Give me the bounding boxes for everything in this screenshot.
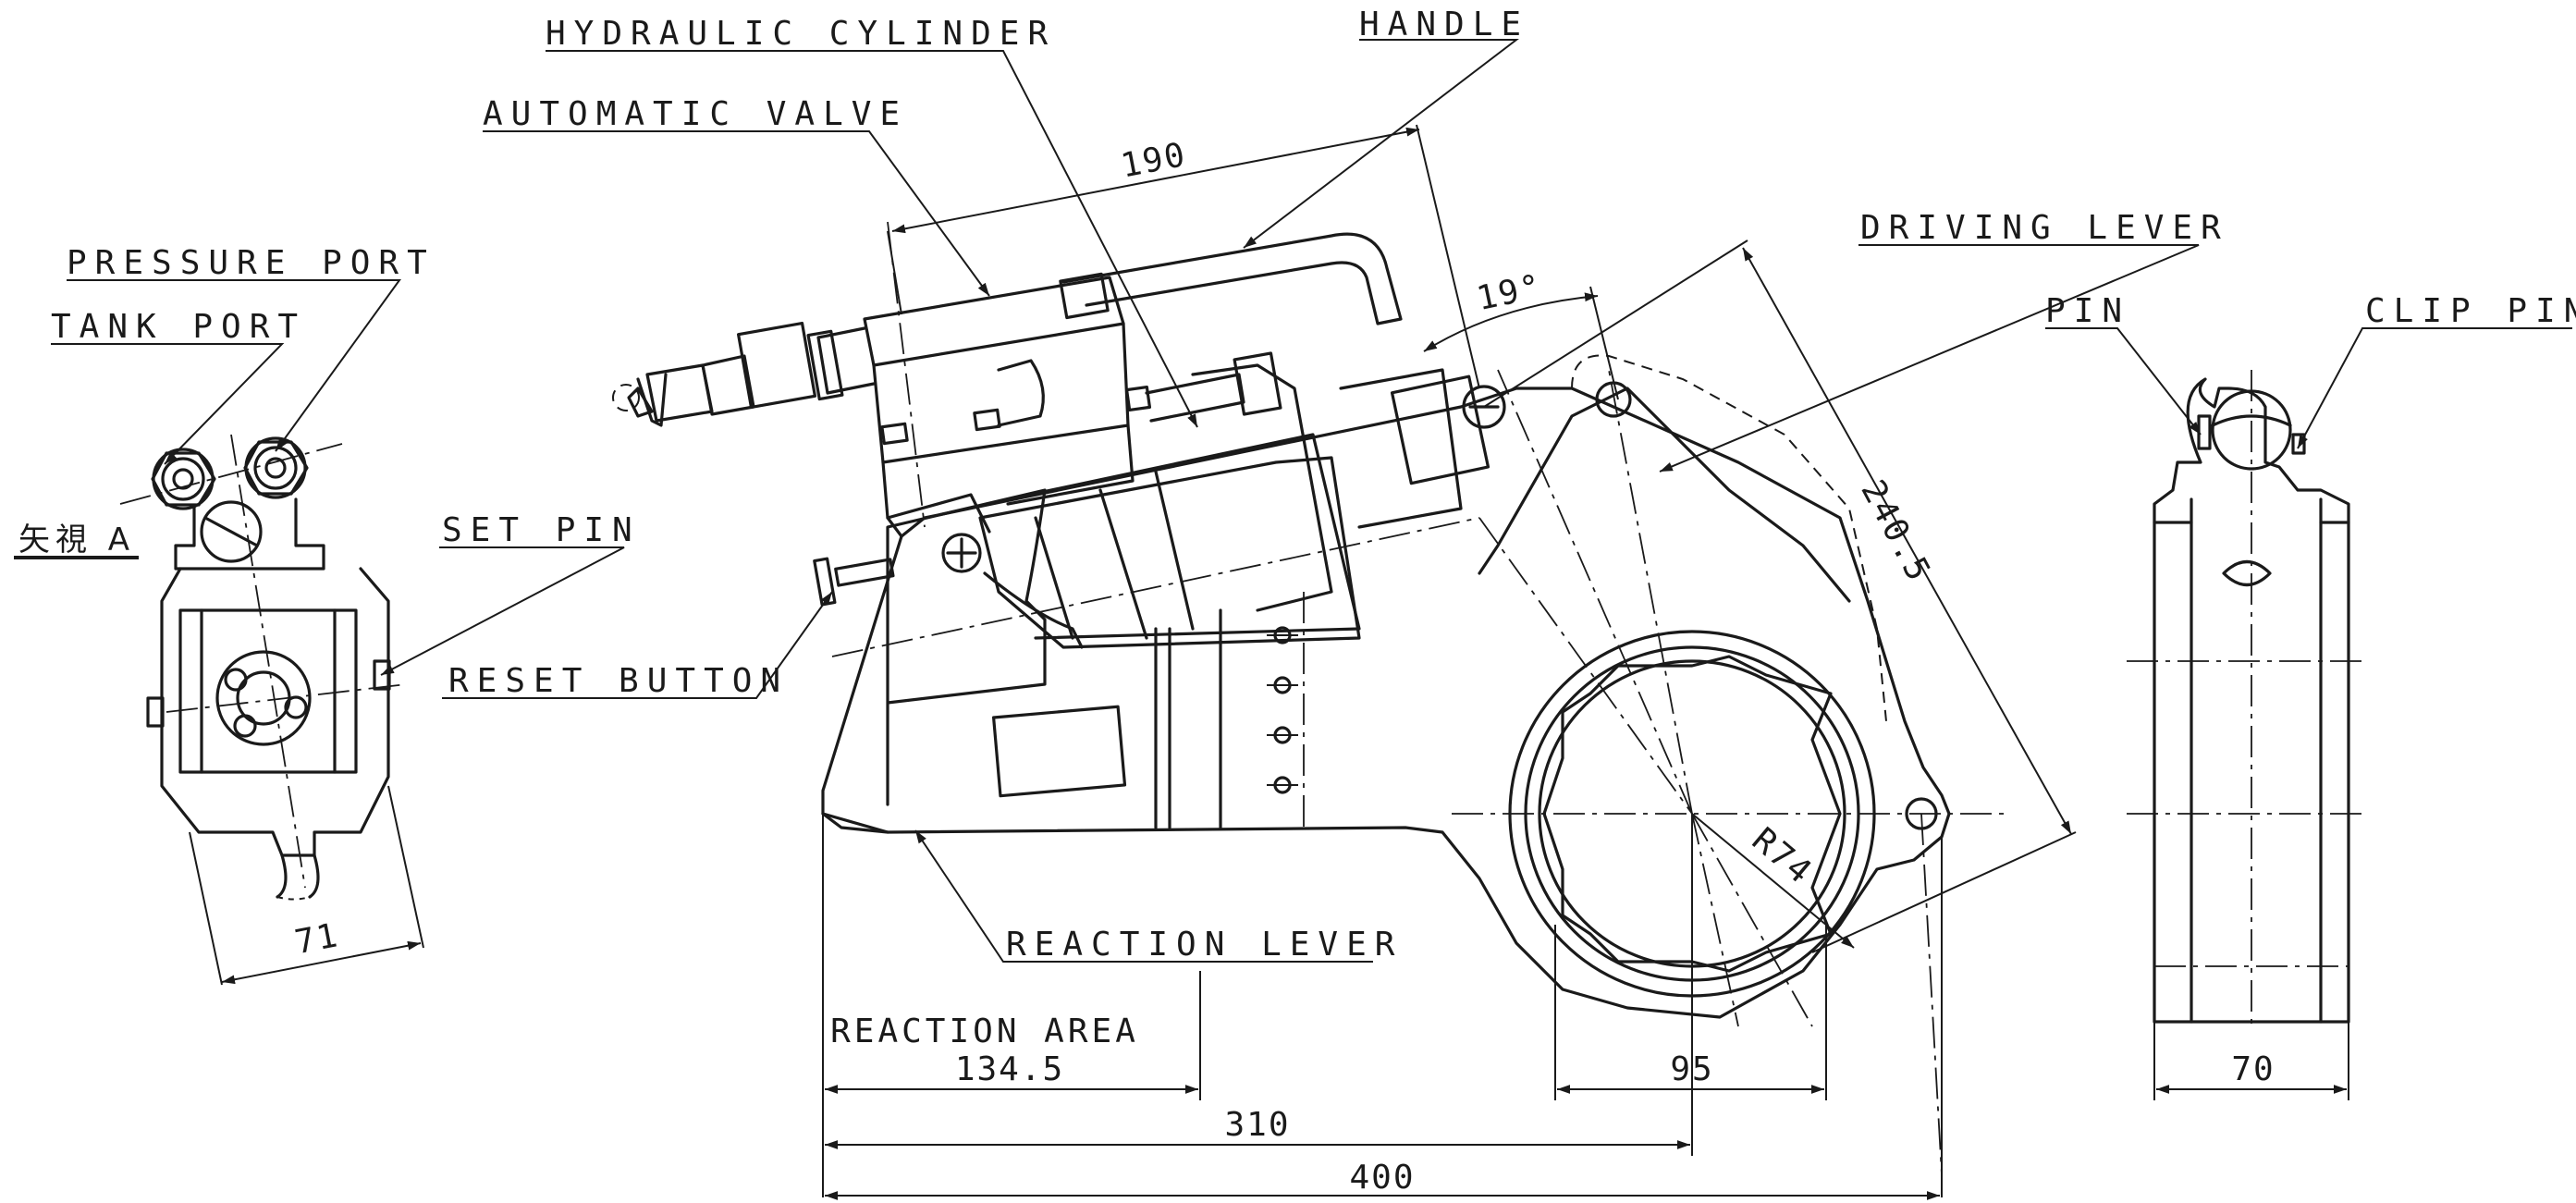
dim-r74: R74 bbox=[1745, 821, 1820, 892]
label-hydraulic-cylinder: HYDRAULIC CYLINDER bbox=[546, 15, 1056, 53]
dim-angle-19: 19° bbox=[1474, 267, 1546, 318]
label-pin: PIN bbox=[2045, 292, 2130, 330]
dim-70: 70 bbox=[2231, 1050, 2275, 1088]
dim-400: 400 bbox=[1349, 1159, 1415, 1197]
dim-190: 190 bbox=[1118, 136, 1190, 186]
main-view-drawing bbox=[612, 124, 2077, 1200]
side-view-drawing bbox=[2127, 370, 2367, 1100]
label-driving-lever: DRIVING LEVER bbox=[1860, 209, 2229, 247]
label-reset-button: RESET BUTTON bbox=[448, 662, 789, 700]
label-tank-port: TANK PORT bbox=[51, 308, 306, 346]
label-reaction-lever: REACTION LEVER bbox=[1006, 926, 1403, 964]
label-set-pin: SET PIN bbox=[442, 511, 641, 549]
dim-71: 71 bbox=[292, 916, 342, 962]
bolt-holes bbox=[1267, 626, 1298, 794]
label-clip-pin: CLIP PIN bbox=[2365, 292, 2576, 330]
leader-lines bbox=[14, 39, 2572, 963]
dim-134-5: 134.5 bbox=[955, 1050, 1064, 1088]
label-view-a: 矢視 A bbox=[18, 522, 135, 559]
dim-95: 95 bbox=[1670, 1050, 1713, 1088]
dim-310: 310 bbox=[1224, 1106, 1290, 1144]
view-a-drawing bbox=[119, 434, 424, 986]
label-reaction-area: REACTION AREA bbox=[830, 1013, 1139, 1050]
label-automatic-valve: AUTOMATIC VALVE bbox=[483, 95, 908, 133]
label-handle: HANDLE bbox=[1359, 6, 1529, 43]
dim-240-5: 240.5 bbox=[1853, 474, 1938, 589]
label-pressure-port: PRESSURE PORT bbox=[67, 244, 435, 282]
